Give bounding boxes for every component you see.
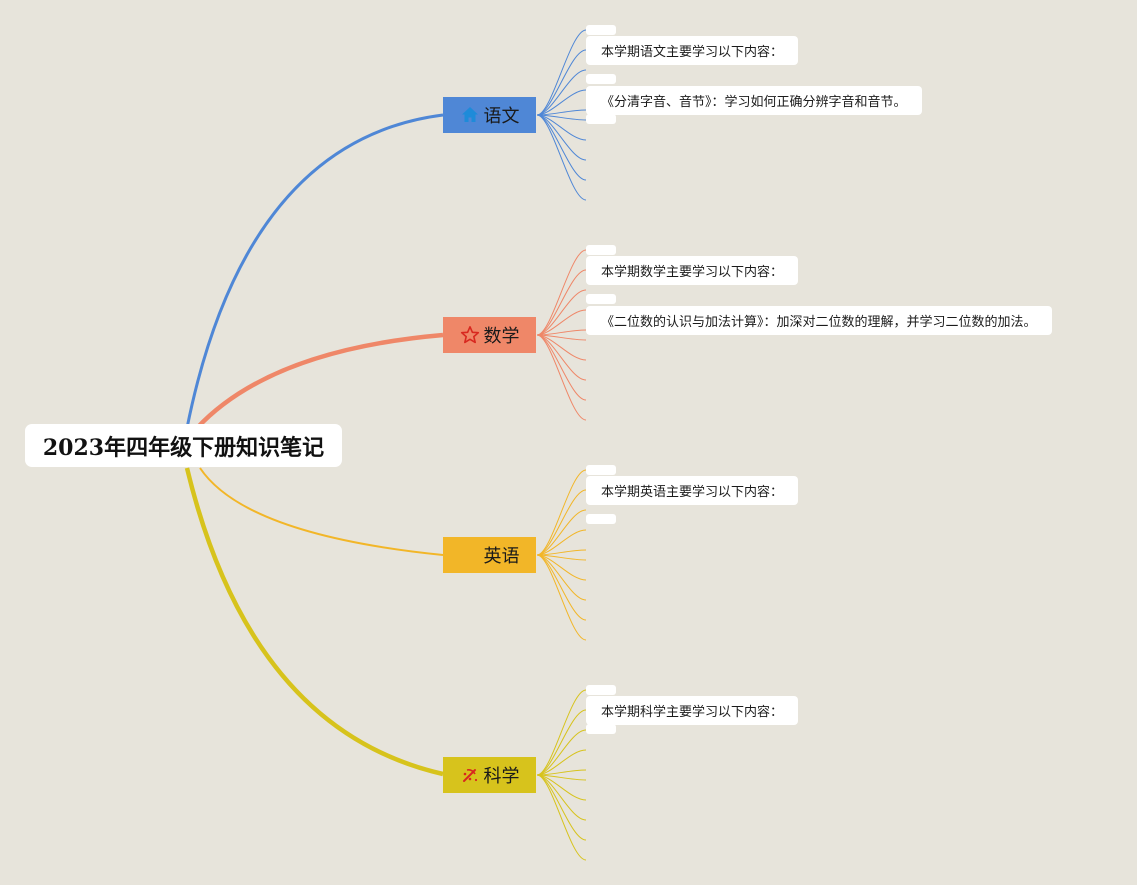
sub-link: [536, 554, 587, 601]
sub-link: [536, 289, 587, 336]
sub-link: [536, 334, 587, 401]
sub-topic-stub[interactable]: [586, 724, 616, 734]
star-icon: [460, 325, 480, 345]
sub-link: [536, 334, 587, 421]
sub-link: [536, 774, 587, 861]
sub-topic-stub[interactable]: [586, 465, 616, 475]
note-text: 《分清字音、音节》：学习如何正确分辨字音和音节。: [601, 95, 907, 110]
sub-link: [536, 709, 587, 776]
link-root-chinese: [185, 113, 444, 429]
sub-link: [536, 29, 587, 116]
sub-link: [536, 309, 587, 336]
note-chinese-intro[interactable]: 本学期语文主要学习以下内容：: [586, 36, 799, 65]
note-math-intro[interactable]: 本学期数学主要学习以下内容：: [586, 256, 799, 285]
sub-link: [536, 509, 587, 556]
branch-chinese[interactable]: 语文: [443, 97, 536, 133]
sub-topic-stub[interactable]: [586, 685, 616, 695]
link-root-math: [195, 332, 444, 430]
note-english-intro[interactable]: 本学期英语主要学习以下内容：: [586, 476, 799, 505]
note-science-intro[interactable]: 本学期科学主要学习以下内容：: [586, 696, 799, 725]
sub-link: [536, 469, 587, 556]
sub-link: [536, 114, 587, 181]
blank-icon: [460, 545, 480, 565]
sub-topic-stub[interactable]: [586, 245, 616, 255]
sub-link: [536, 774, 587, 841]
note-text: 本学期语文主要学习以下内容：: [601, 45, 784, 60]
sub-link: [536, 529, 587, 556]
sub-link: [536, 249, 587, 336]
note-chinese-item[interactable]: 《分清字音、音节》：学习如何正确分辨字音和音节。: [586, 86, 922, 115]
sub-topic-stub[interactable]: [586, 294, 616, 304]
sub-link: [536, 269, 587, 336]
branch-math-label: 数学: [483, 326, 520, 347]
branch-english-label: 英语: [483, 546, 520, 567]
branch-english[interactable]: 英语: [443, 537, 536, 573]
branch-math[interactable]: 数学: [443, 317, 536, 353]
sub-link: [536, 114, 587, 201]
note-text: 本学期英语主要学习以下内容：: [601, 485, 784, 500]
note-text: 本学期数学主要学习以下内容：: [601, 265, 784, 280]
root-title: 2023年四年级下册知识笔记: [42, 434, 325, 461]
sub-link: [536, 729, 587, 776]
sub-link: [536, 49, 587, 116]
sub-topic-stub[interactable]: [586, 74, 616, 84]
home-icon: [460, 105, 480, 125]
sub-link: [536, 69, 587, 116]
link-root-english: [199, 467, 444, 556]
sub-link: [536, 114, 587, 161]
branch-chinese-label: 语文: [483, 106, 520, 127]
note-math-item[interactable]: 《二位数的认识与加法计算》：加深对二位数的理解，并学习二位数的加法。: [586, 306, 1052, 335]
link-root-science: [184, 467, 444, 777]
root-topic[interactable]: 2023年四年级下册知识笔记: [25, 424, 342, 467]
sub-link: [536, 554, 587, 641]
sub-link: [536, 774, 587, 821]
sub-link: [536, 89, 587, 116]
sub-topic-links: [536, 29, 587, 861]
branch-science-label: 科学: [483, 766, 520, 787]
sub-link: [536, 689, 587, 776]
sub-link: [536, 334, 587, 381]
science-icon: [460, 765, 480, 785]
sub-topic-stub[interactable]: [586, 514, 616, 524]
sub-link: [536, 489, 587, 556]
sub-topic-stub[interactable]: [586, 25, 616, 35]
branch-science[interactable]: 科学: [443, 757, 536, 793]
sub-link: [536, 749, 587, 776]
note-text: 《二位数的认识与加法计算》：加深对二位数的理解，并学习二位数的加法。: [601, 315, 1037, 330]
sub-link: [536, 554, 587, 621]
note-text: 本学期科学主要学习以下内容：: [601, 705, 784, 720]
sub-topic-stub[interactable]: [586, 114, 616, 124]
